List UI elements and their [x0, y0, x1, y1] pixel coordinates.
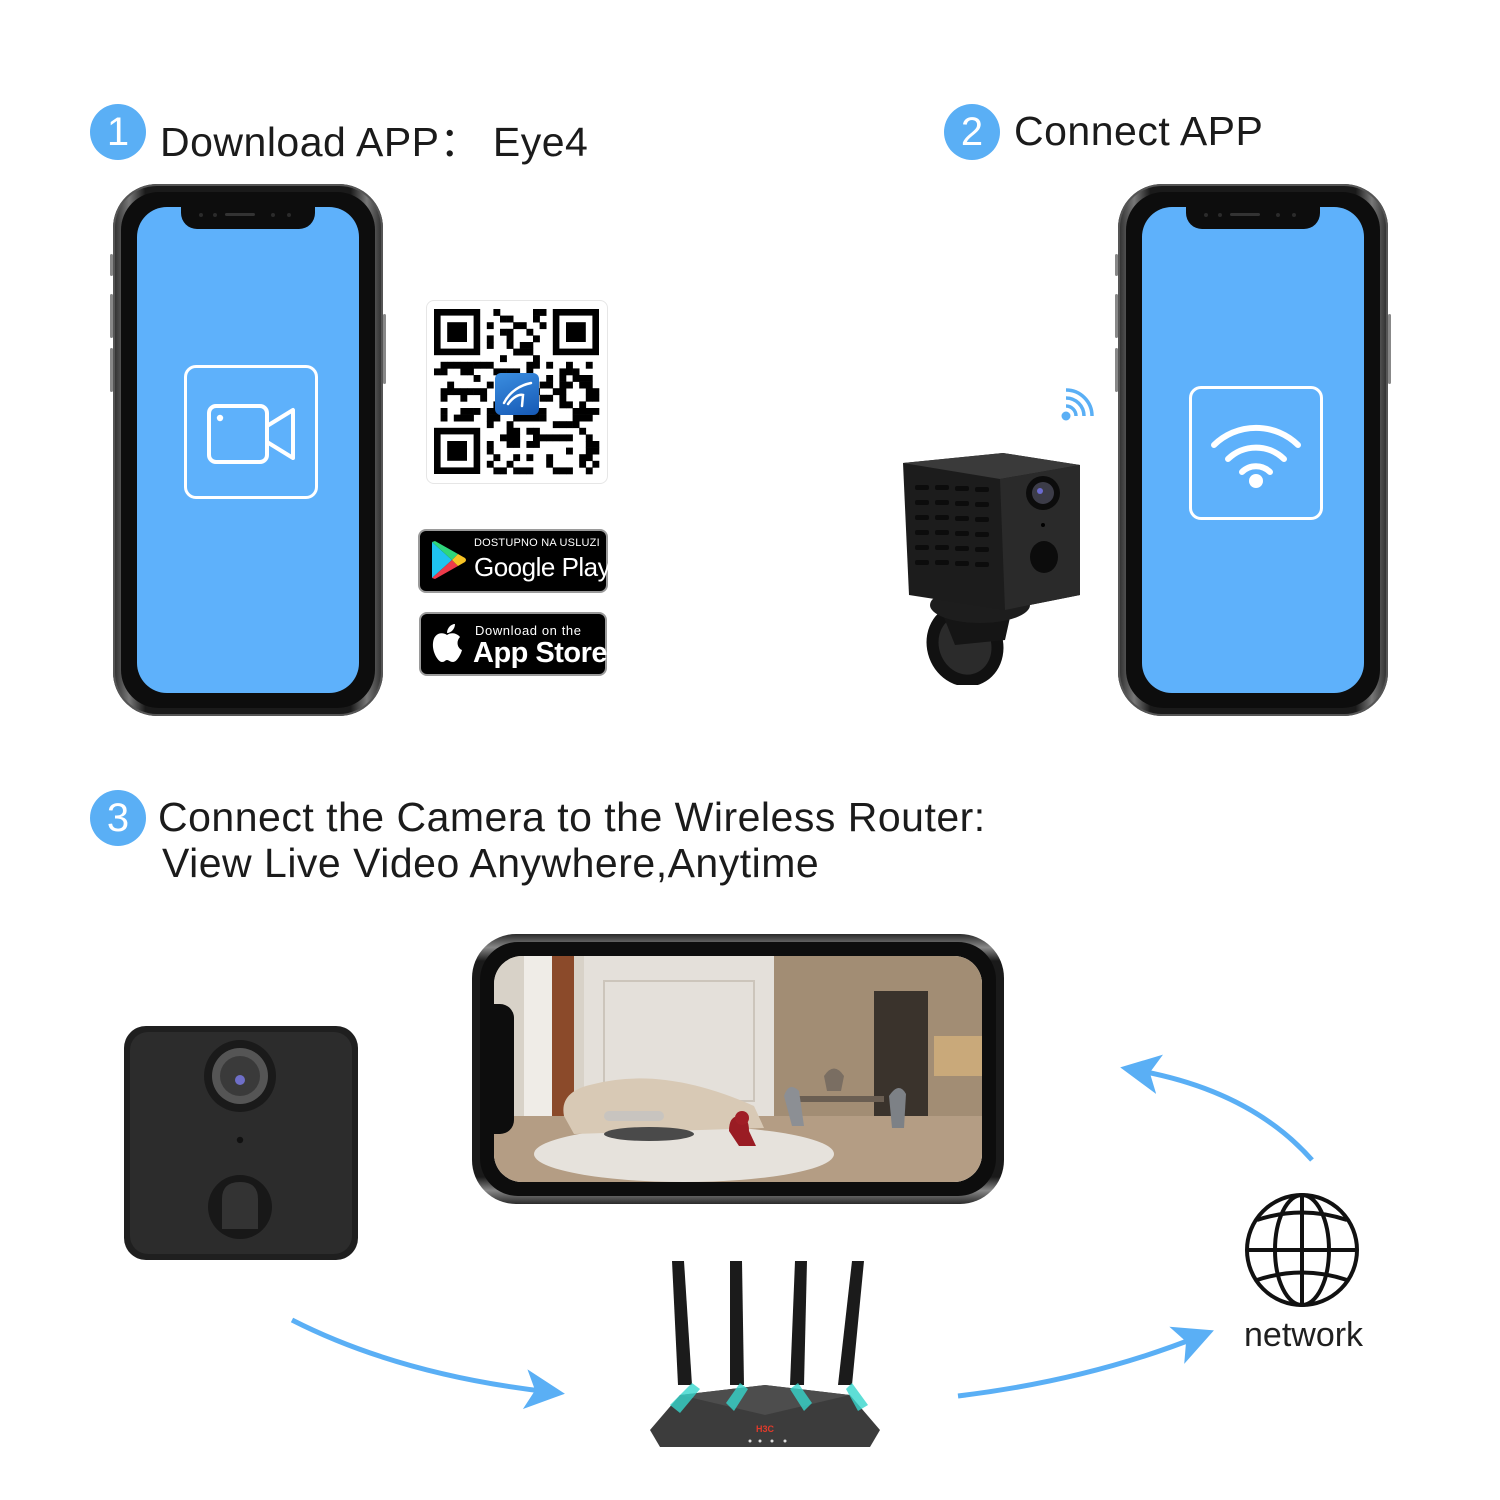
- google-play-small-text: DOSTUPNO NA USLUZI: [474, 537, 600, 549]
- step-1-badge: 1: [90, 104, 146, 160]
- video-camera-icon: [207, 404, 295, 464]
- arrow-camera-to-router: [290, 1317, 565, 1410]
- wifi-signal-icon: [1061, 388, 1094, 421]
- network-label: network: [1244, 1316, 1364, 1354]
- phone-notch: [1186, 207, 1320, 229]
- arrow-network-to-phone: [1120, 1054, 1314, 1162]
- phone-notch: [181, 207, 315, 229]
- qr-finder-pattern: [447, 441, 467, 461]
- eye4-qr-code[interactable]: [426, 300, 608, 484]
- phone-screen: [1142, 207, 1364, 693]
- step-3-title: Connect the Camera to the Wireless Route…: [158, 794, 986, 840]
- app-store-badge[interactable]: Download on the App Store: [419, 612, 608, 676]
- qr-code-pattern: [434, 309, 600, 475]
- globe-icon: [1245, 1193, 1359, 1307]
- step-3-badge: 3: [90, 790, 146, 846]
- camera-app-icon[interactable]: [184, 365, 318, 499]
- mini-camera-with-mount: [903, 453, 1080, 685]
- step-1-title: Download APP： Eye4: [160, 119, 589, 165]
- wifi-connect-button[interactable]: [1189, 386, 1323, 520]
- app-store-small-text: Download on the: [475, 623, 582, 638]
- step-2-badge: 2: [944, 104, 1000, 160]
- phone-connect-app: [1115, 184, 1391, 716]
- wifi-icon: [1211, 424, 1301, 488]
- living-room-scene: [494, 956, 982, 1182]
- step-2-title: Connect APP: [1014, 108, 1264, 154]
- google-play-icon: [432, 541, 466, 579]
- wireless-router: H3C: [650, 1261, 880, 1447]
- apple-icon: [432, 624, 462, 662]
- router-brand-logo: H3C: [756, 1424, 775, 1434]
- qr-finder-pattern: [566, 322, 586, 342]
- live-video-feed[interactable]: [494, 956, 982, 1182]
- google-play-badge[interactable]: DOSTUPNO NA USLUZI Google Play: [418, 529, 611, 593]
- camera-front: [124, 1026, 358, 1260]
- eye4-app-logo: [495, 373, 539, 415]
- qr-finder-pattern: [447, 322, 467, 342]
- step-3-subtitle: View Live Video Anywhere,Anytime: [162, 840, 820, 886]
- phone-screen: [137, 207, 359, 693]
- phone-live-view: [472, 934, 1004, 1204]
- app-store-big-text: App Store: [473, 637, 608, 669]
- phone-notch: [494, 1004, 514, 1134]
- phone-download-app: [110, 184, 386, 716]
- arrow-router-to-network: [957, 1326, 1214, 1399]
- google-play-big-text: Google Play: [474, 552, 611, 582]
